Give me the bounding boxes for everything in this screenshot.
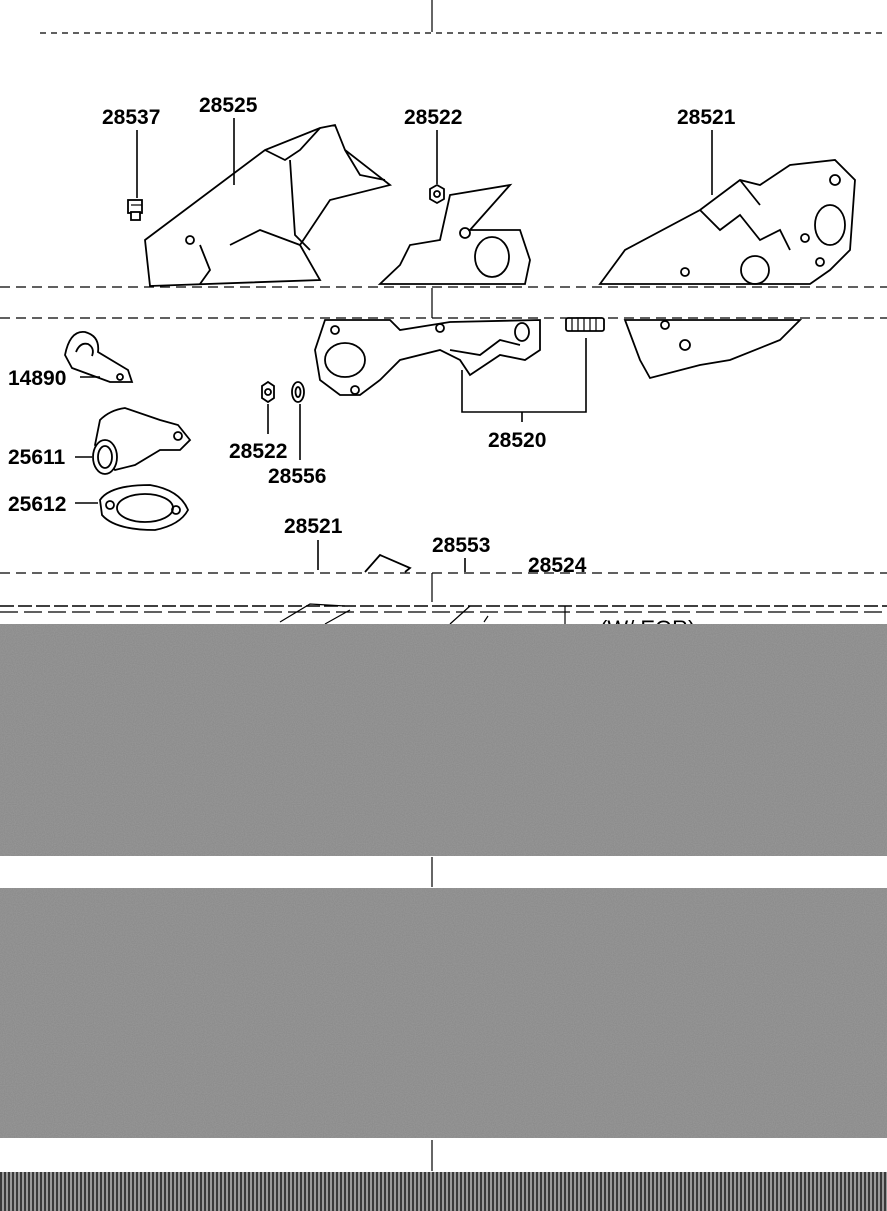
- label-25611: 25611: [8, 446, 66, 469]
- label-28537: 28537: [102, 106, 160, 129]
- scan-noise-region: [0, 624, 887, 1211]
- gasket-28521-top: [598, 159, 856, 285]
- stud-bolt-28520: [565, 317, 605, 332]
- label-28525: 28525: [199, 94, 258, 117]
- label-28520: 28520: [488, 429, 546, 452]
- label-28522-mid: 28522: [229, 440, 287, 463]
- nut-28522-mid: [261, 380, 275, 404]
- label-25612: 25612: [8, 493, 66, 516]
- exhaust-manifold-28520: [314, 319, 541, 396]
- label-28521-top: 28521: [677, 106, 736, 129]
- nut-28522-top: [429, 183, 445, 205]
- leader-28520: [461, 338, 587, 422]
- label-28553: 28553: [432, 534, 490, 557]
- gasket-28521-low: [364, 553, 412, 573]
- heat-insulator-28525: [144, 123, 393, 287]
- label-14890: 14890: [8, 367, 66, 390]
- water-outlet-25611: [92, 407, 192, 475]
- bolt-28537: [127, 199, 143, 221]
- label-28521-low: 28521: [284, 515, 343, 538]
- lower-fragment-lines: [279, 603, 566, 626]
- label-28556: 28556: [268, 465, 326, 488]
- gasket-28521-top-lower: [623, 319, 803, 380]
- label-28522-top: 28522: [404, 106, 462, 129]
- washer-28556: [291, 381, 305, 403]
- clamp-14890: [64, 331, 134, 383]
- manifold-upper-center: [377, 183, 531, 285]
- label-28524: 28524: [528, 554, 587, 577]
- gasket-25612: [99, 484, 189, 531]
